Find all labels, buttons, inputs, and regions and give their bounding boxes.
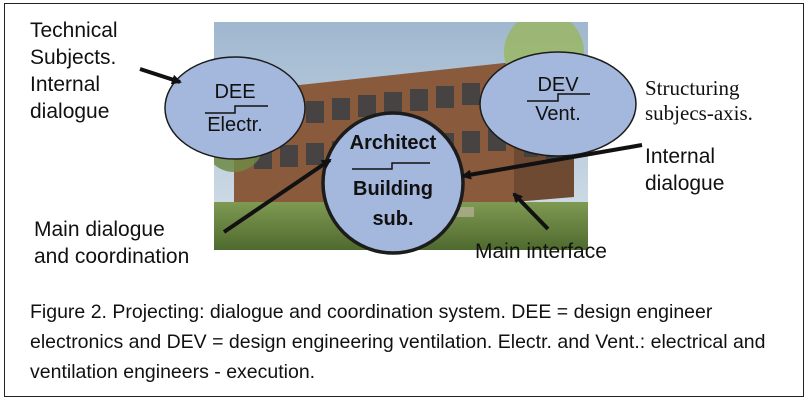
structuring-line1: Structuring [645,76,740,100]
architect-separator [352,162,430,170]
structuring-arrow [461,143,643,180]
figure-caption: Figure 2. Projecting: dialogue and coord… [30,301,766,383]
architect-node [321,111,465,255]
architect-bottom-label: sub. [372,208,414,230]
main-dialogue-arrow [222,158,332,234]
technical-arrow [139,67,182,85]
dee-top-label: DEE [214,81,256,103]
internal-dialogue-label: Internal dialogue [645,145,725,195]
architect-mid-label: Building [353,178,433,200]
dev-top-label: DEV [537,74,579,96]
dev-separator [527,93,590,102]
main-dialogue-label: Main dialogue and coordination [34,218,190,268]
main-interface-label: Main interface [475,240,607,263]
dee-bottom-label: Electr. [207,114,263,136]
dev-bottom-label: Vent. [535,103,581,125]
dee-separator [205,105,268,114]
technical-subjects-label: Technical Subjects. Internal dialogue [30,19,118,123]
dev-node [479,51,637,157]
structuring-line2: subjecs-axis. [645,101,753,125]
main-interface-arrow [512,192,550,231]
architect-top-label: Architect [349,132,437,154]
